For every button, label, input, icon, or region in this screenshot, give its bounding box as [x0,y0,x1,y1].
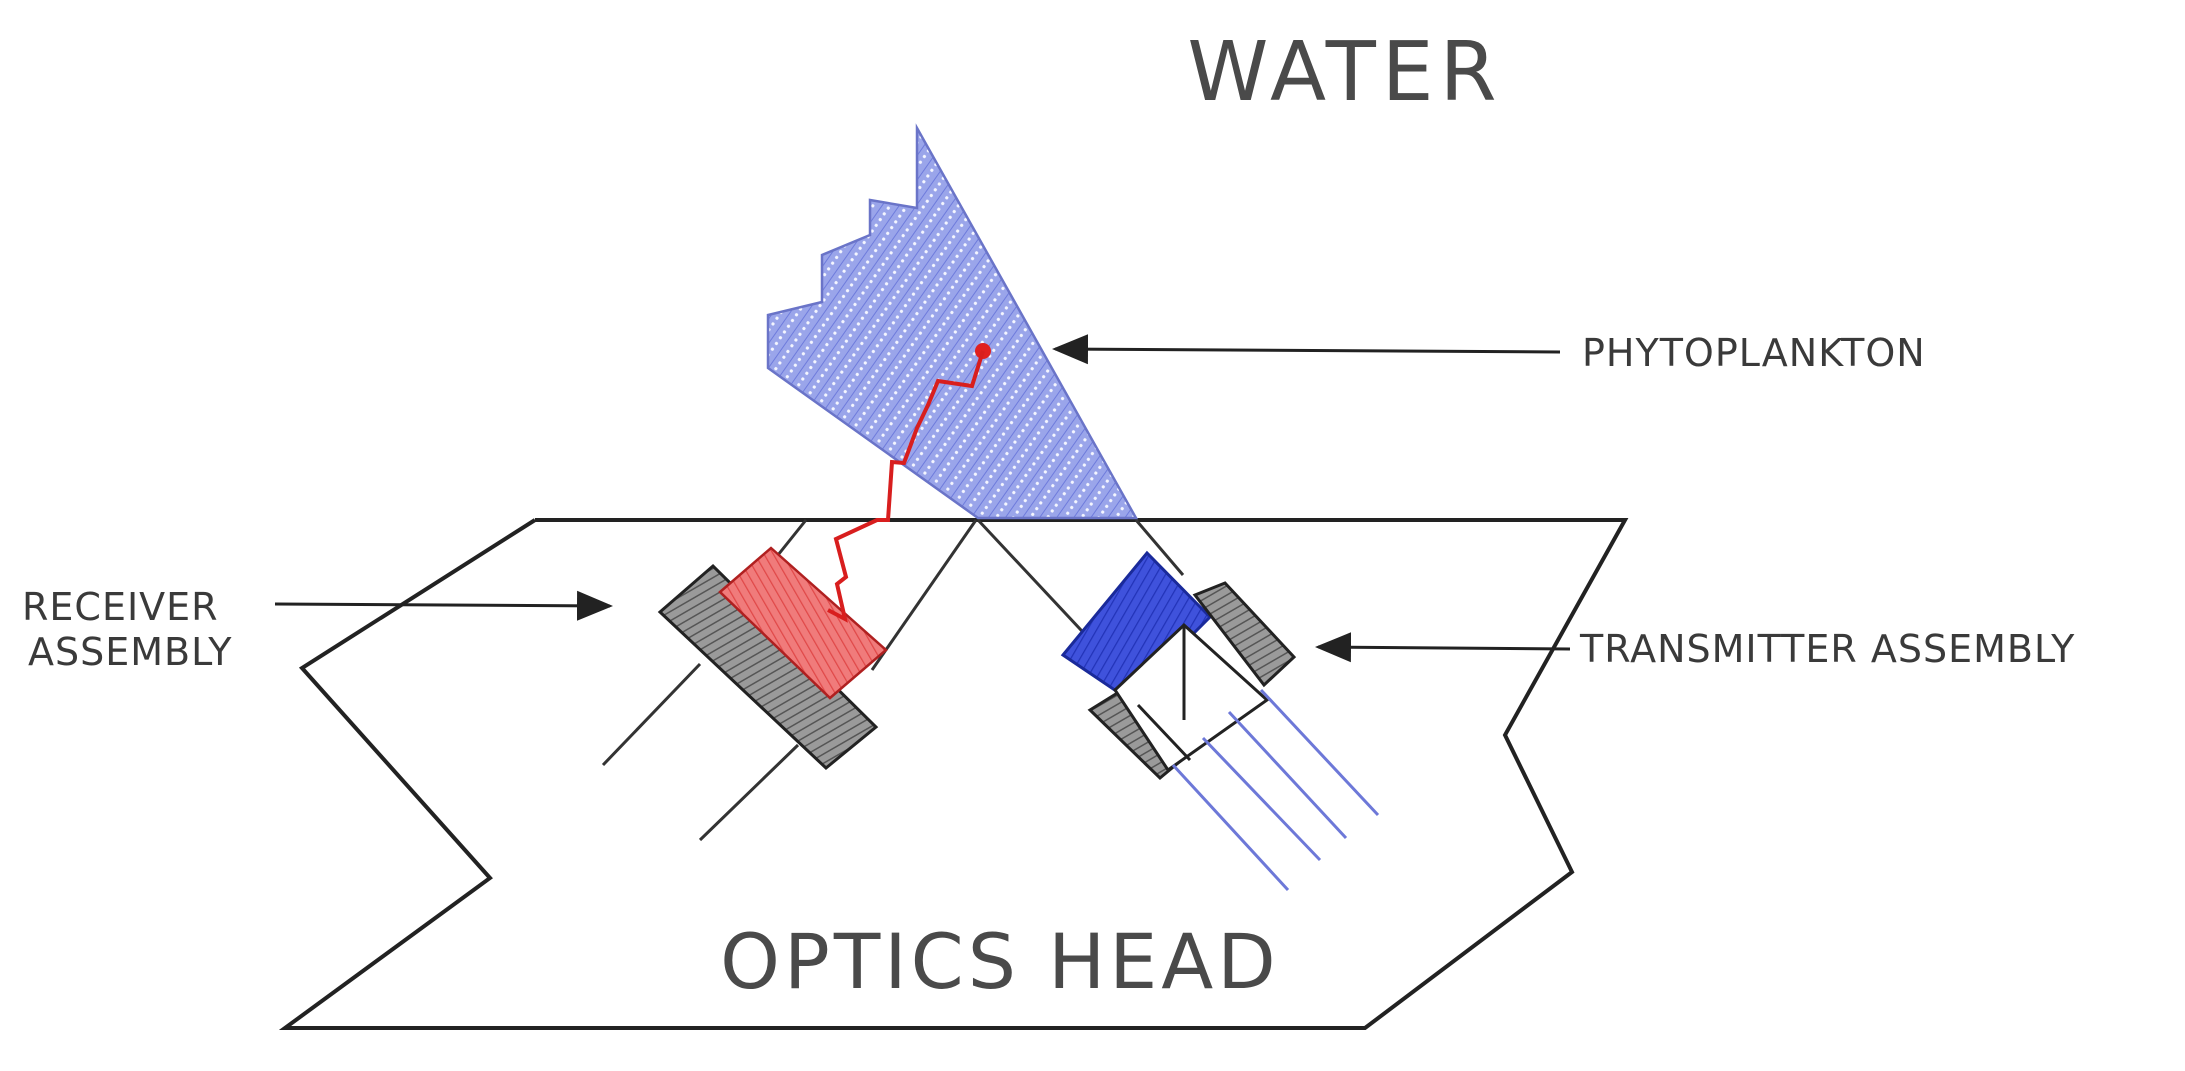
optics-head-label: OPTICS HEAD [720,917,1280,1006]
transmitter-label: TRANSMITTER ASSEMBLY [1579,627,2075,671]
transmitter-assembly-icon [1060,550,1380,892]
receiver-assembly-icon [601,519,888,842]
leader-lines [274,334,1571,663]
receiver-label-line2: ASSEMBLY [28,630,232,674]
water-label: WATER [1187,25,1502,120]
fluorescence-signal-path [827,350,985,623]
phytoplankton-label: PHYTOPLANKTON [1582,331,1926,375]
receiver-label-line1: RECEIVER [22,585,219,629]
optical-axes [870,518,1185,671]
optics-head-body [278,518,1629,1030]
phytoplankton-region-icon [766,123,1139,520]
